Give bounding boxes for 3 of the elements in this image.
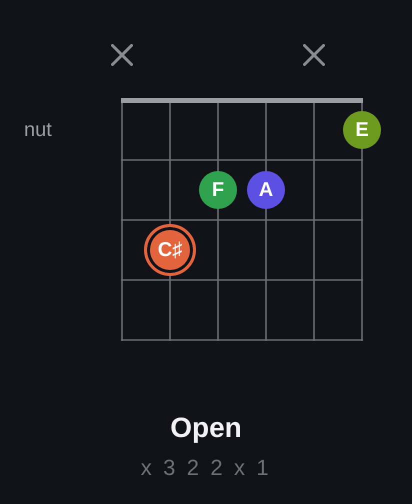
nut-label: nut [24, 118, 52, 143]
chord-name: Open [169, 411, 243, 445]
chord-fingering: x 3 2 2 x 1 [140, 454, 272, 482]
